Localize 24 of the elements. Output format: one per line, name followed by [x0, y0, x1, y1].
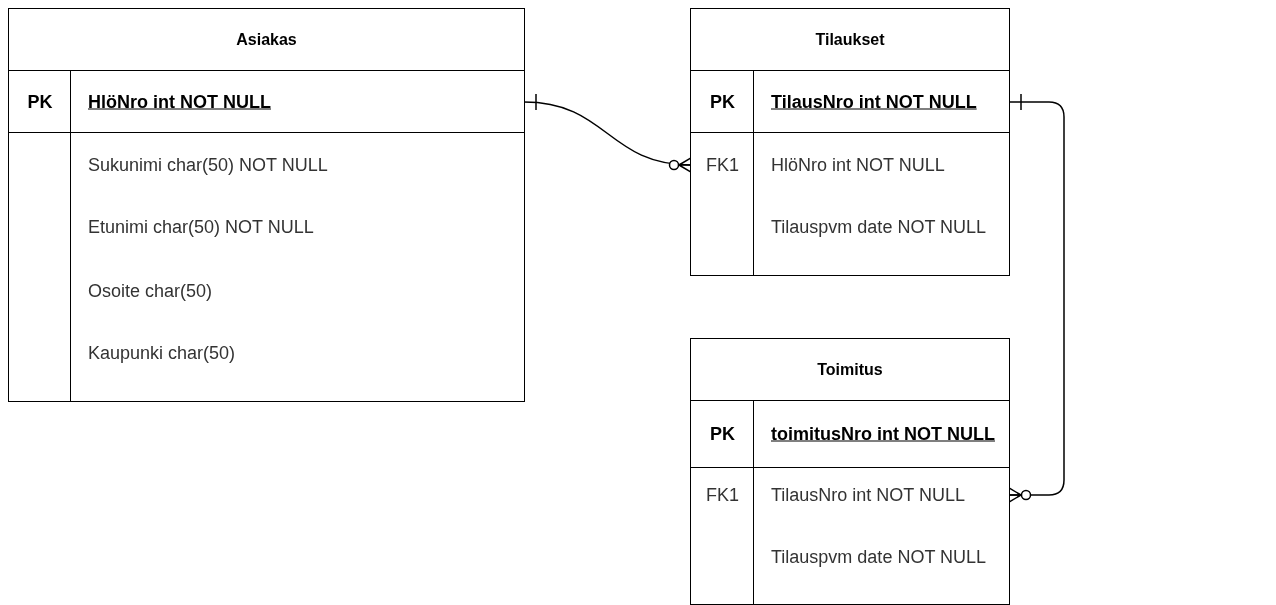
entity-table [690, 8, 1010, 276]
entity-table [690, 338, 1010, 605]
attribute-text: HlöNro int NOT NULL [771, 154, 945, 176]
key-label: PK [710, 91, 735, 112]
table-heading: Toimitus [817, 360, 883, 379]
table-heading: Tilaukset [815, 30, 885, 49]
relationship-line [1008, 93, 1065, 503]
key-label: FK1 [706, 154, 739, 176]
attribute-text: Sukunimi char(50) NOT NULL [88, 154, 328, 176]
attribute-text: Etunimi char(50) NOT NULL [88, 216, 314, 238]
attribute-text: Tilauspvm date NOT NULL [771, 546, 987, 568]
relationship-line [523, 93, 693, 173]
attribute-text: TilausNro int NOT NULL [771, 484, 966, 506]
primary-key-text: toimitusNro int NOT NULL [771, 423, 995, 445]
attribute-text: Kaupunki char(50) [88, 342, 236, 364]
primary-key-text: HlöNro int NOT NULL [88, 91, 271, 112]
attribute-text: Osoite char(50) [88, 280, 213, 302]
primary-key-text: TilausNro int NOT NULL [771, 91, 977, 112]
attribute-text: Tilauspvm date NOT NULL [771, 216, 987, 238]
entity-table [8, 8, 525, 402]
key-label: PK [710, 423, 735, 445]
key-label: PK [27, 91, 53, 112]
key-label: FK1 [706, 484, 739, 506]
table-heading: Asiakas [236, 30, 297, 49]
